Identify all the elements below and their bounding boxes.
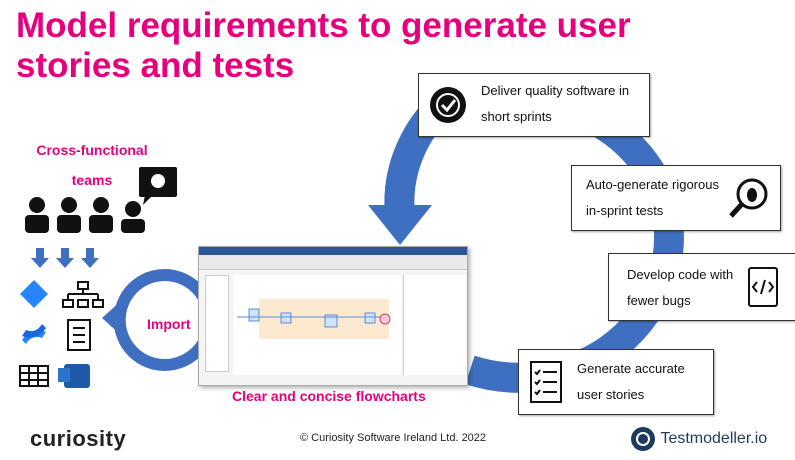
box-auto-generate: Auto-generate rigorous in-sprint tests xyxy=(571,165,781,231)
testmodeller-logo: Testmodeller.io xyxy=(630,426,767,452)
slide-title: Model requirements to generate user stor… xyxy=(16,6,631,85)
testmodeller-logo-icon xyxy=(631,427,655,451)
box-develop-code: Develop code with fewer bugs xyxy=(608,253,795,321)
modeller-app-screenshot xyxy=(198,246,468,386)
code-tablet-icon xyxy=(748,267,778,307)
teams-label: Cross-functional teams xyxy=(36,142,148,188)
box-develop-code-text: Develop code with fewer bugs xyxy=(627,267,734,308)
down-arrows xyxy=(31,248,99,268)
box-deliver-quality-text: Deliver quality software in short sprint… xyxy=(481,83,630,124)
copyright-text: © Curiosity Software Ireland Ltd. 2022 xyxy=(300,432,487,444)
curiosity-logo: curiosity xyxy=(30,426,127,451)
testmodeller-logo-text: Testmodeller.io xyxy=(660,430,768,447)
box-deliver-quality: Deliver quality software in short sprint… xyxy=(418,73,650,137)
checklist-icon xyxy=(530,361,562,403)
verified-check-badge-icon xyxy=(430,87,466,123)
team-people-icons xyxy=(25,167,177,233)
flowcharts-label: Clear and concise flowcharts xyxy=(232,388,426,404)
box-user-stories: Generate accurate user stories xyxy=(518,349,714,415)
box-auto-generate-text: Auto-generate rigorous in-sprint tests xyxy=(586,177,719,218)
box-user-stories-text: Generate accurate user stories xyxy=(577,361,685,402)
import-label: Import xyxy=(147,316,191,332)
bug-magnifier-icon xyxy=(729,178,768,218)
tool-icons xyxy=(19,280,104,388)
